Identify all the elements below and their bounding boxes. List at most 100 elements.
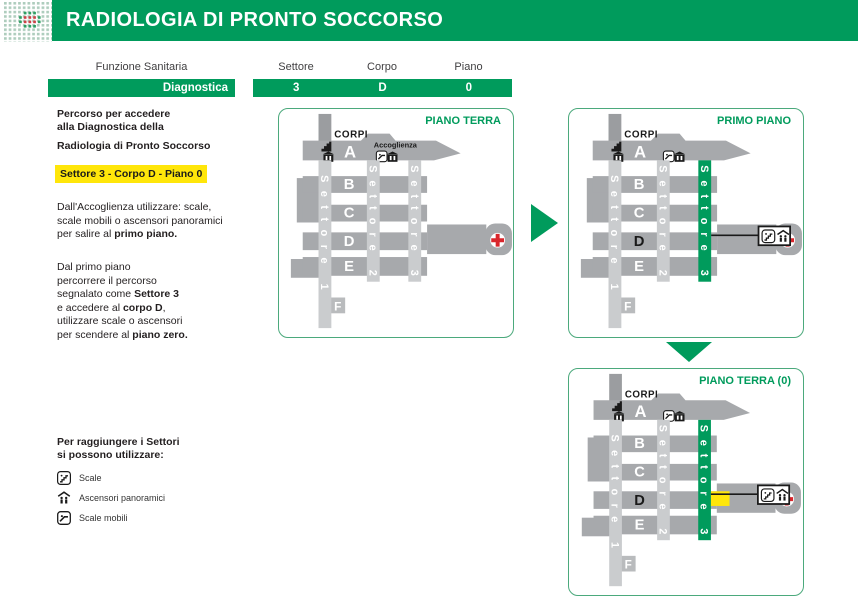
corpo-f-block (620, 297, 636, 314)
corpo-letter-c: C (344, 206, 355, 222)
corpo-letter-c: C (634, 206, 645, 222)
sector-2-label: Settore 2 (366, 165, 378, 276)
escalator-icon (662, 409, 675, 422)
accoglienza-label: Accoglienza (374, 140, 418, 149)
step-arrow-right (531, 204, 558, 242)
legend-heading: Per raggiungere i Settori si possono uti… (57, 436, 180, 461)
panel-primo-piano: PRIMO PIANO CORPI A F Settore 1 (568, 108, 804, 338)
sector-2-bar (657, 419, 670, 541)
sector-2-label: Settore 2 (657, 425, 669, 535)
hospital-logo (4, 2, 52, 42)
corpo-value: D (378, 82, 387, 94)
corpo-d-band (593, 491, 717, 509)
stairs-icon (57, 471, 71, 485)
corpo-a-stub (318, 113, 332, 143)
corpo-letter-f: F (625, 559, 632, 572)
settore-label: Settore (278, 61, 314, 73)
corpo-e-band (302, 257, 428, 276)
corpo-e-band (592, 257, 718, 276)
corpo-f-block (620, 555, 636, 572)
page-title: RADIOLOGIA DI PRONTO SOCCORSO (66, 9, 444, 31)
sector-2-bar (366, 160, 380, 282)
sector-1-bar (609, 419, 622, 587)
corpo-letter-f: F (334, 299, 341, 313)
sector-3-bar-highlighted (698, 419, 711, 541)
route-intro: Percorso per accedere alla Diagnostica d… (57, 108, 171, 133)
panel-title-piano-terra: PIANO TERRA (425, 115, 501, 127)
corpo-letter-b: B (344, 177, 355, 193)
corpo-a-band (592, 133, 751, 161)
sector-1-label: Settore 1 (318, 175, 330, 289)
corpi-label: CORPI (624, 130, 658, 141)
panoramic-elevator-icon (57, 491, 71, 505)
corpo-letter-c: C (634, 465, 645, 481)
corpo-e-band (593, 515, 717, 535)
sector-3-label: Settore 3 (698, 165, 710, 276)
funzione-sanitaria-label: Funzione Sanitaria (95, 61, 188, 73)
escalator-icon (662, 150, 675, 163)
legend-item-scale-mobili: Scale mobili (57, 511, 165, 525)
panel-piano-terra: PIANO TERRA CORPI A Accoglienza F (278, 108, 514, 338)
route-highlight: Settore 3 - Corpo D - Piano 0 (55, 165, 208, 183)
sector-3-label: Settore 3 (408, 165, 420, 276)
corpo-b-band (592, 176, 718, 193)
settore-corpo-piano-bar: 3 D 0 (253, 79, 512, 97)
settore-value: 3 (292, 82, 300, 94)
escalator-icon (375, 150, 388, 163)
escalator-icon (57, 511, 71, 525)
panel-title-piano-terra-0: PIANO TERRA (0) (699, 375, 791, 387)
corpo-letter-a: A (344, 142, 356, 161)
map-piano-terra-0: CORPI A F Settore 1 Settore 2 Settore 3 (581, 373, 801, 587)
sector-1-label: Settore 1 (609, 435, 621, 548)
pronto-soccorso-arm (427, 224, 487, 255)
stairs-icon (760, 488, 775, 503)
sector-1-label: Settore 1 (608, 175, 620, 289)
funzione-value: Diagnostica (162, 82, 228, 94)
legend-item-ascensori: Ascensori panoramici (57, 491, 165, 505)
panel-piano-terra-0: PIANO TERRA (0) CORPI A F Setto (568, 368, 804, 596)
sector-2-bar (656, 160, 670, 282)
stairs-icon (761, 229, 776, 244)
corpo-c-band (302, 204, 428, 222)
corpo-a-band (302, 133, 461, 161)
sector-1-bar (318, 160, 332, 329)
corpo-c-band (593, 463, 717, 481)
corpo-letter-e: E (635, 517, 645, 533)
corpo-letter-f: F (624, 299, 631, 313)
panel-title-primo-piano: PRIMO PIANO (717, 115, 791, 127)
corpo-letter-b: B (634, 436, 645, 452)
piano-label: Piano (454, 61, 483, 73)
corpo-d-band (592, 232, 718, 251)
corpo-letter-a: A (634, 142, 646, 161)
step-arrow-down (666, 342, 712, 362)
sector-1-bar (608, 160, 622, 329)
corpo-d-band (302, 232, 428, 251)
sector-3-bar (408, 160, 422, 282)
corpo-letter-d-target: D (634, 493, 645, 509)
funzione-value-bar: Diagnostica (48, 79, 235, 97)
legend: Scale Ascensori panoramici Scale mobili (57, 471, 165, 531)
sector-2-label: Settore 2 (656, 165, 668, 276)
corpo-letter-e: E (344, 259, 354, 275)
header-bar: RADIOLOGIA DI PRONTO SOCCORSO (52, 0, 858, 41)
corpo-letter-e: E (634, 259, 644, 275)
corpi-label: CORPI (334, 130, 368, 141)
route-intro-service: Radiologia di Pronto Soccorso (57, 140, 211, 152)
legend-item-scale: Scale (57, 471, 165, 485)
corpo-a-stub (608, 113, 622, 143)
corpo-f-block (330, 297, 346, 314)
corpo-letter-a: A (634, 402, 646, 421)
piano-value: 0 (465, 82, 473, 94)
corpo-a-band (593, 393, 751, 420)
corpo-a-stub (609, 373, 622, 403)
instructions-step1: Dall'Accoglienza utilizzare: scale, scal… (57, 201, 223, 240)
corpo-letter-d: D (344, 234, 355, 250)
instructions-step2: Dal primo piano percorrere il percorso s… (57, 261, 188, 341)
sector-3-label: Settore 3 (698, 425, 710, 535)
corpo-letter-d-target: D (634, 234, 645, 250)
sector-3-bar-highlighted (698, 160, 712, 282)
corpo-label: Corpo (367, 61, 397, 73)
corpo-letter-b: B (634, 177, 645, 193)
corpo-c-band (592, 204, 718, 222)
